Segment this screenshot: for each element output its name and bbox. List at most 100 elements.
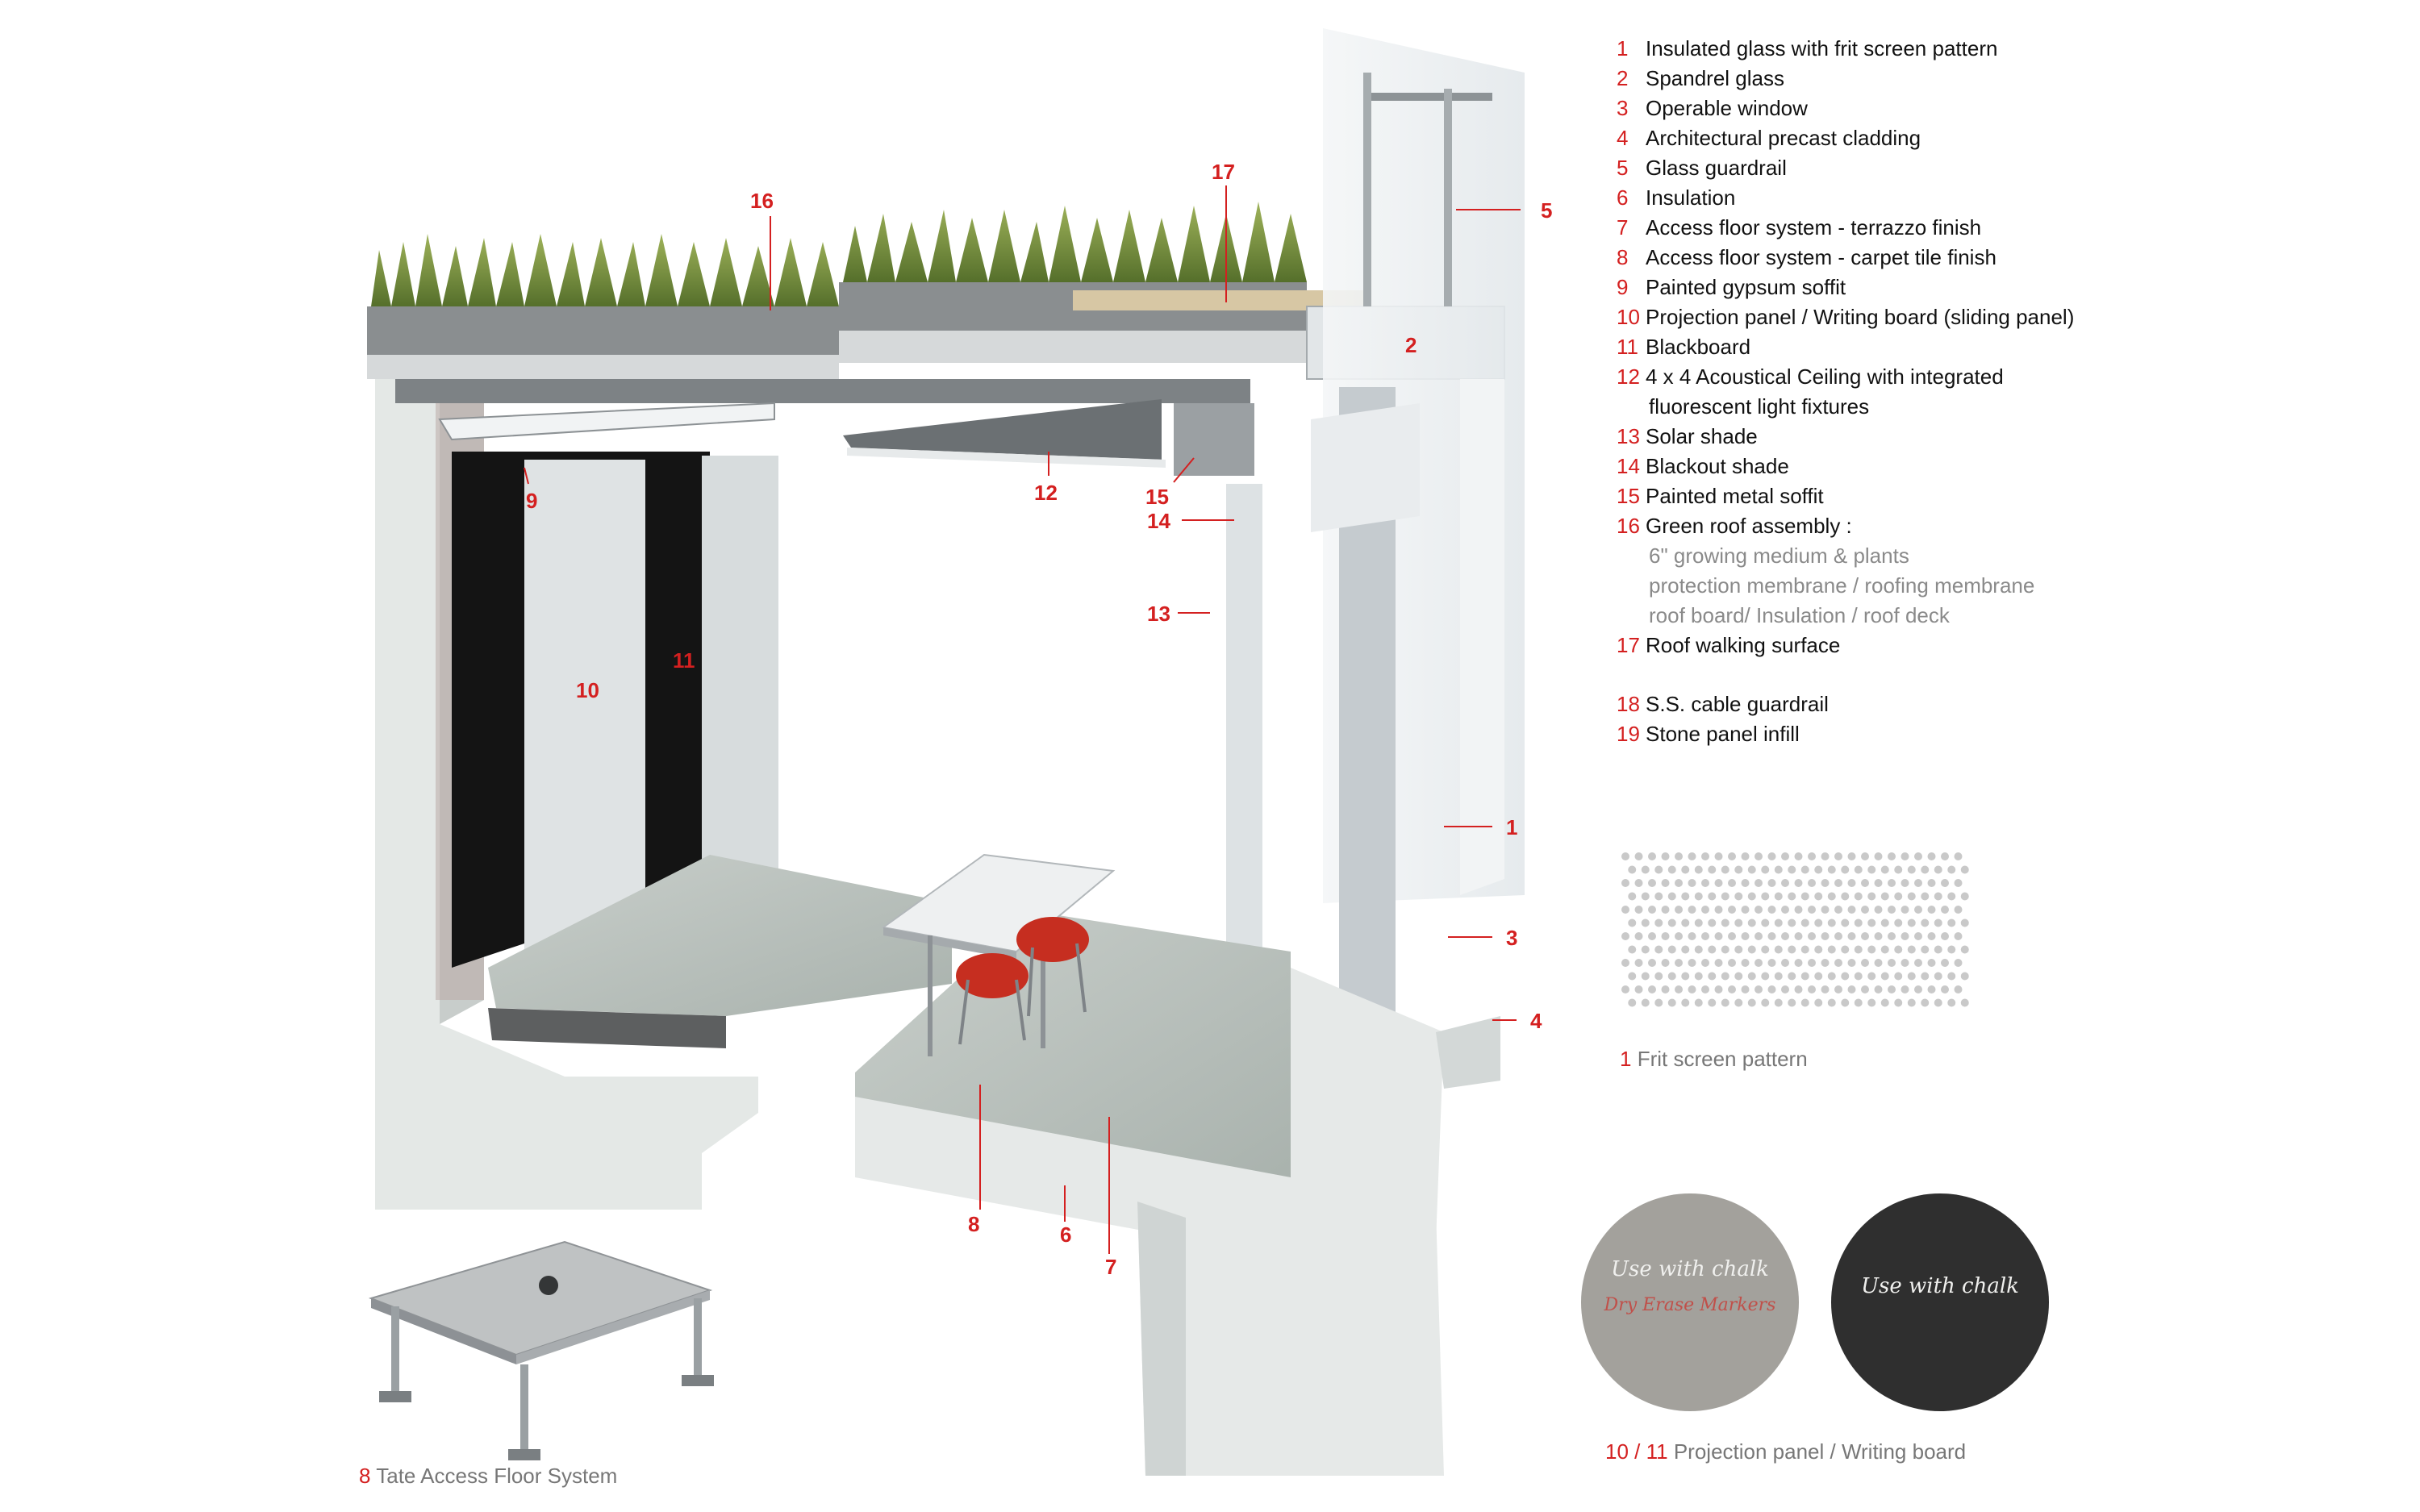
frit-dot [1628,998,1637,1007]
frit-dot [1794,959,1803,967]
frit-dot [1728,932,1736,940]
frit-dot [1901,879,1909,887]
frit-dot [1814,918,1823,927]
frit-dot [1708,945,1717,954]
grey-board-marker-text: Dry Erase Markers [1604,1295,1776,1315]
frit-dot [1800,918,1809,927]
frit-dot [1681,865,1690,874]
frit-dot [1741,959,1750,967]
callout-5: 5 [1541,198,1552,223]
frit-dot [1880,918,1889,927]
frit-dot [1847,906,1856,914]
frit-dot [1927,906,1936,914]
frit-dot [1648,959,1656,967]
frit-dot [1767,959,1776,967]
frit-dot [1800,865,1809,874]
frit-dot [1688,879,1696,887]
frit-dot [1774,892,1783,901]
frit-dot [1921,892,1930,901]
frit-dot [1701,985,1709,993]
grey-board-sample [1581,1193,1799,1411]
frit-dot [1907,972,1916,981]
frit-dot [1847,932,1856,940]
frit-dot [1721,972,1729,981]
frit-dot [1788,865,1796,874]
frit-dot [1694,972,1703,981]
frit-dot [1800,945,1809,954]
frit-dot [1827,972,1836,981]
frit-dot [1814,892,1823,901]
frit-dot [1874,985,1883,993]
frit-dot [1694,892,1703,901]
frit-dot [1800,972,1809,981]
frit-dot [1747,918,1756,927]
frit-dot [1854,865,1863,874]
frit-dot [1648,879,1656,887]
frit-dot [1781,932,1789,940]
frit-dot [1941,852,1949,860]
frit-dot [1821,906,1830,914]
frit-dot [1681,972,1690,981]
frit-dot [1767,852,1776,860]
frit-dot [1854,998,1863,1007]
frit-dot [1747,972,1756,981]
frit-dot [1708,972,1717,981]
callout-17: 17 [1212,160,1235,184]
frit-dot [1648,985,1656,993]
frit-dot [1628,972,1637,981]
frit-dot [1741,852,1750,860]
frit-dot [1734,892,1743,901]
frit-dot [1934,865,1942,874]
frit-dot [1867,865,1876,874]
callout-16: 16 [750,189,774,213]
frit-dot [1934,972,1942,981]
frit-dot [1621,879,1629,887]
frit-dot [1794,932,1803,940]
frit-dot [1954,959,1963,967]
frit-dot [1761,998,1770,1007]
callout-14: 14 [1147,509,1170,533]
frit-dot [1834,932,1842,940]
frit-dot [1661,932,1670,940]
frit-dot [1821,879,1830,887]
frit-dot [1880,892,1889,901]
frit-caption-label: Frit screen pattern [1637,1047,1808,1071]
frit-dot [1667,892,1676,901]
frit-dot [1721,998,1729,1007]
frit-dot [1675,852,1683,860]
frit-dot [1641,945,1650,954]
frit-dot [1661,852,1670,860]
frit-screen-pattern [1621,852,1969,1007]
frit-dot [1934,892,1942,901]
frit-dot [1701,879,1709,887]
frit-dot [1675,906,1683,914]
frit-dot [1688,985,1696,993]
frit-dot [1921,865,1930,874]
frit-dot [1694,865,1703,874]
frit-dot [1754,985,1763,993]
frit-dot [1774,972,1783,981]
frit-dot [1934,945,1942,954]
frit-dot [1641,998,1650,1007]
frit-dot [1634,906,1643,914]
frit-dot [1688,959,1696,967]
frit-dot [1927,852,1936,860]
frit-dot [1954,879,1963,887]
frit-dot [1914,985,1922,993]
legend-item-16-sub-1: 6" growing medium & plants [1649,544,1909,568]
frit-dot [1861,985,1869,993]
frit-dot [1921,918,1930,927]
frit-dot [1914,932,1922,940]
ceiling-structure [395,379,1254,476]
frit-dot [1621,906,1629,914]
frit-dot [1907,918,1916,927]
